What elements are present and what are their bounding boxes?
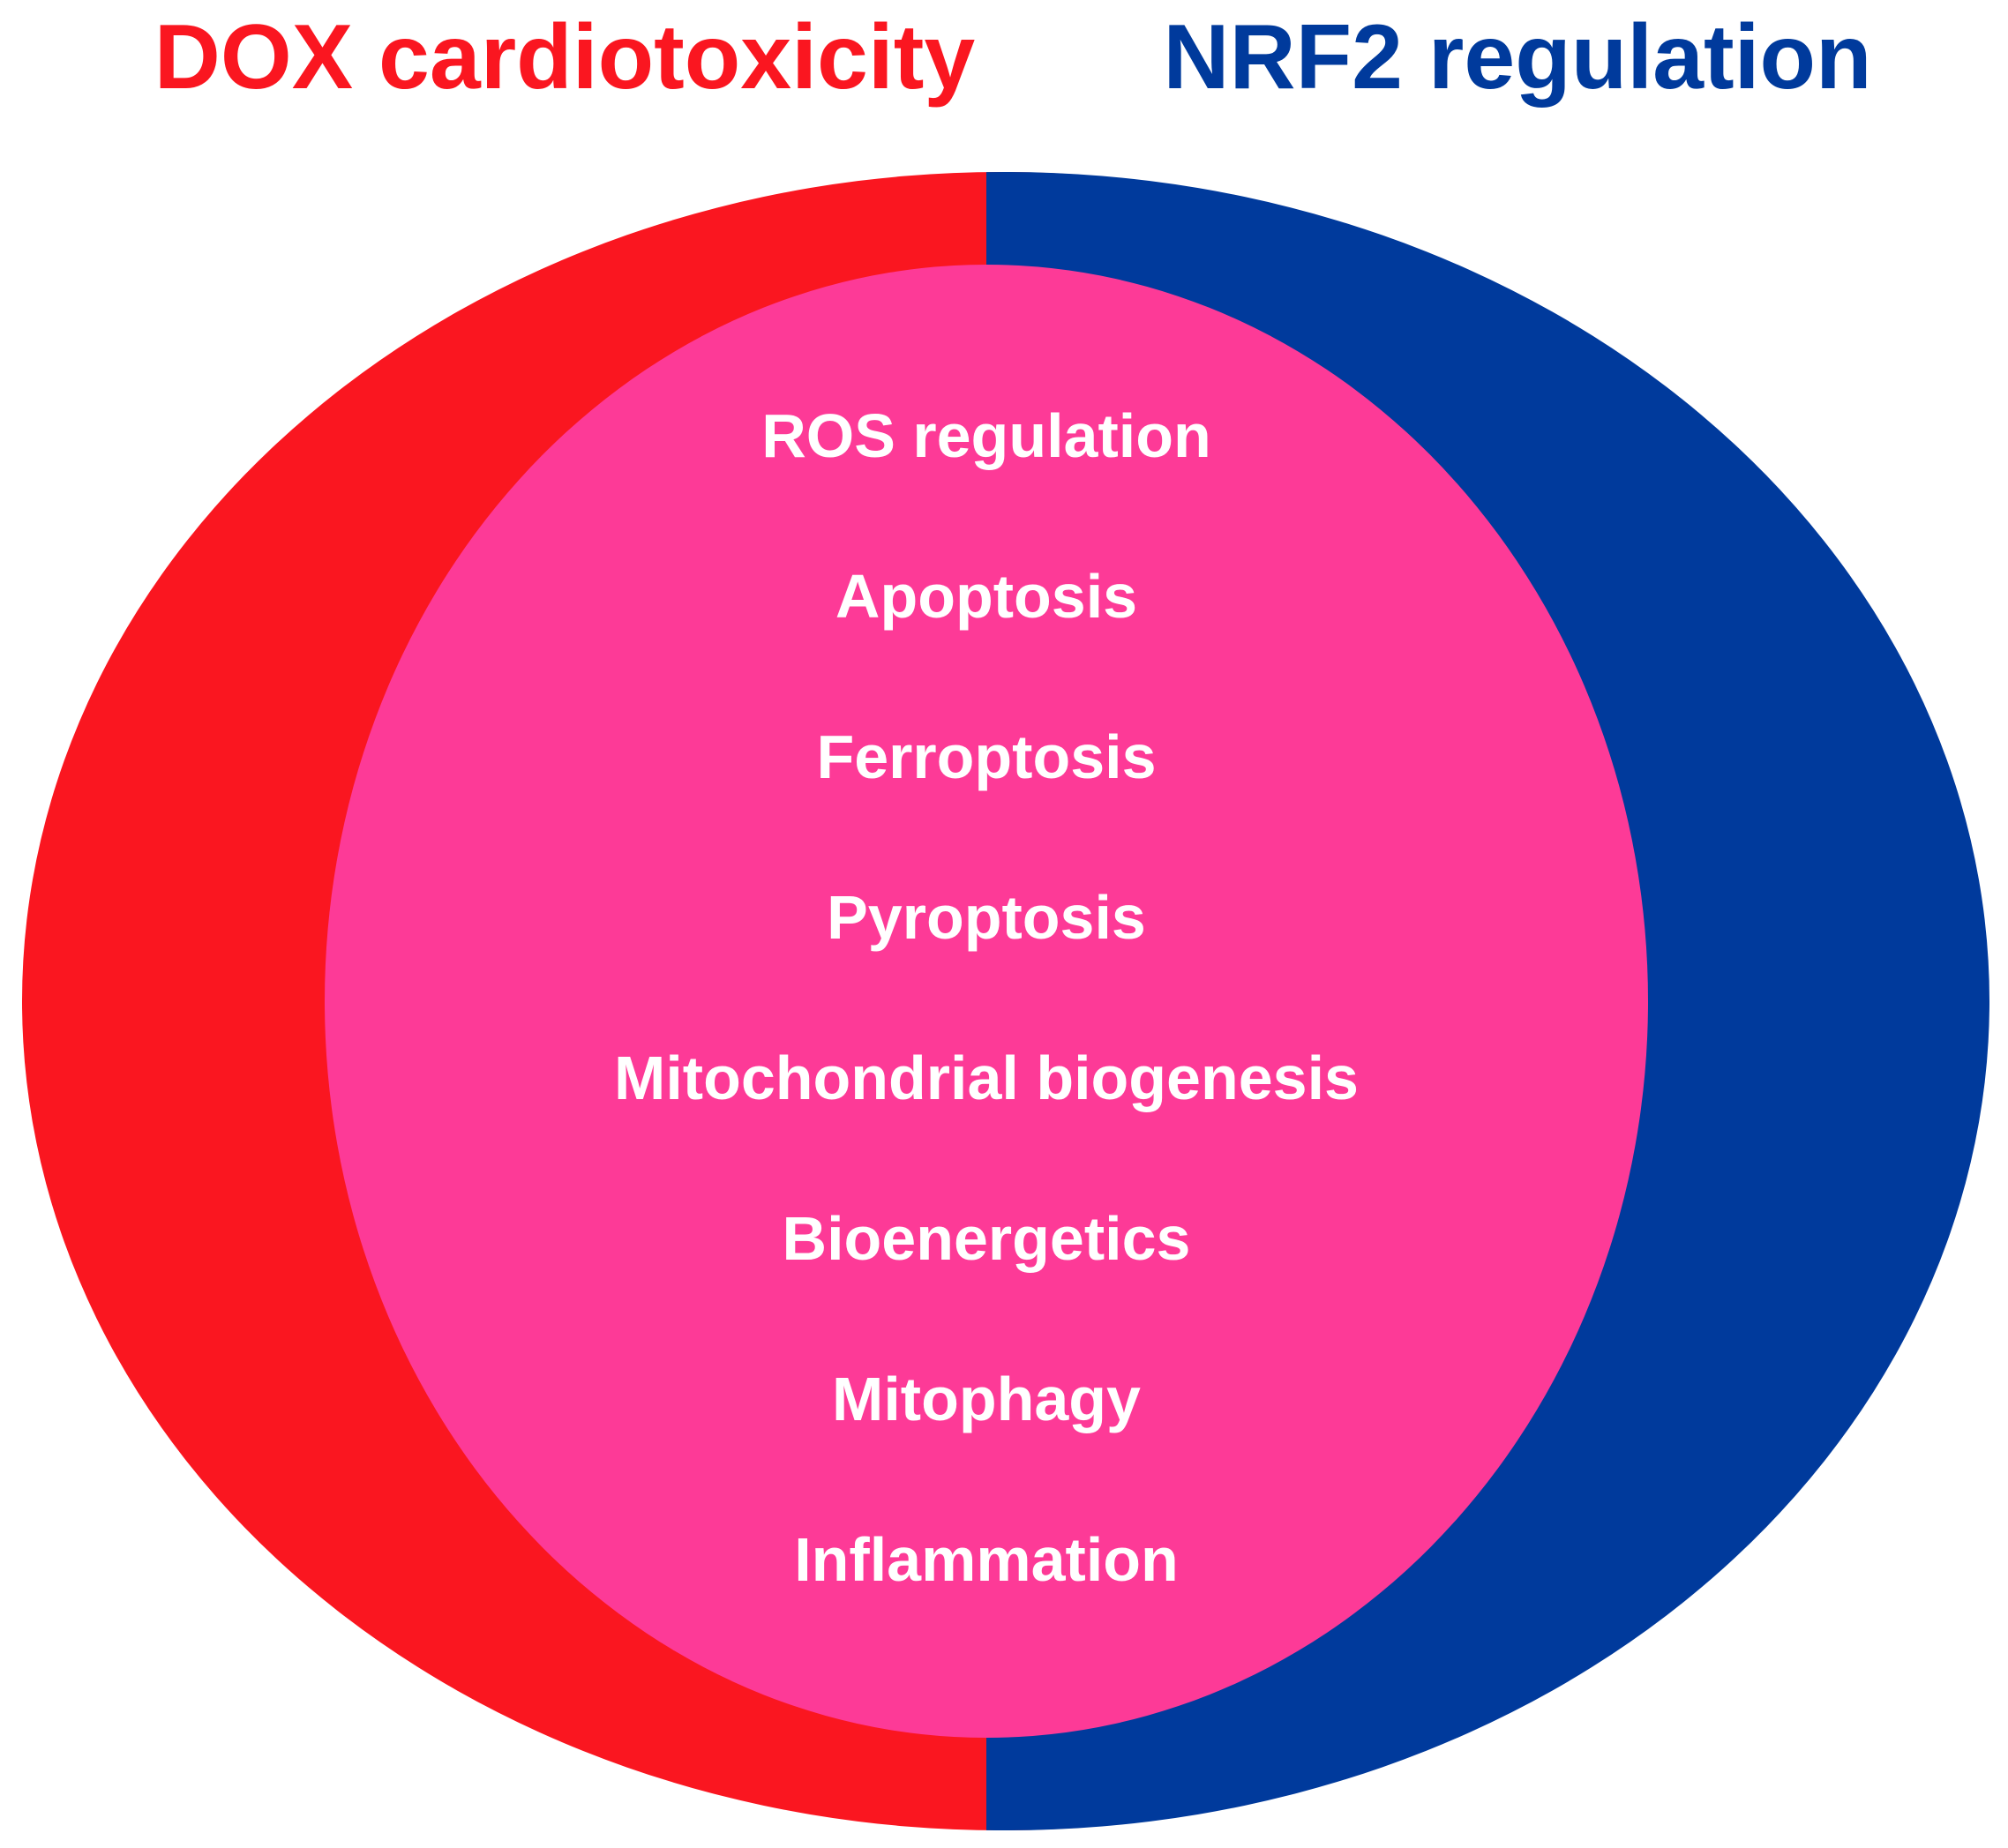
overlap-region — [325, 265, 1648, 1738]
overlap-item: Mitochondrial biogenesis — [614, 1044, 1359, 1112]
left-set-title: DOX cardiotoxicity — [154, 6, 976, 108]
right-set-title: NRF2 regulation — [1163, 6, 1871, 108]
overlap-item: Ferroptosis — [816, 722, 1156, 791]
overlap-items: ROS regulation Apoptosis Ferroptosis Pyr… — [614, 401, 1359, 1594]
overlap-item: ROS regulation — [761, 401, 1210, 470]
overlap-item: Mitophagy — [832, 1365, 1141, 1433]
overlap-item: Apoptosis — [835, 562, 1137, 631]
overlap-item: Bioenergetics — [783, 1204, 1191, 1273]
overlap-item: Inflammation — [794, 1525, 1179, 1594]
overlap-item: Pyroptosis — [827, 883, 1146, 952]
